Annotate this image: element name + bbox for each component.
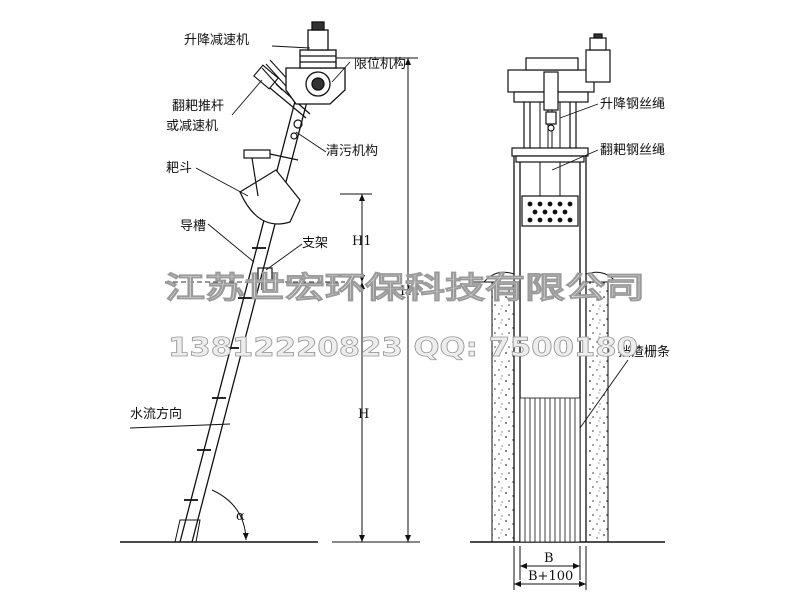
bracket	[257, 267, 273, 290]
h-label: H	[358, 407, 369, 422]
label-tilt-rod-line1: 翻耙推杆	[172, 99, 224, 114]
front-view: B B+100 升降钢丝绳 翻耙钢丝绳 挡渣栅条	[470, 33, 670, 590]
label-cleaning-mechanism: 清污机构	[326, 144, 378, 159]
label-tilt-rod-line2: 或减速机	[166, 119, 218, 134]
angle-label: α	[236, 509, 245, 524]
front-leader-lines	[551, 103, 629, 429]
label-flow-direction: 水流方向	[130, 406, 182, 422]
watermark: 江苏世宏环保科技有限公司 13812220823 QQ: 7500180	[165, 271, 646, 364]
label-hoist-reducer: 升降减速机	[184, 33, 249, 48]
leader-lines	[129, 45, 351, 429]
b-plus-dimension	[513, 546, 587, 590]
front-head-frame	[507, 33, 611, 148]
b-label: B	[544, 551, 554, 566]
left-wall-cap	[483, 271, 515, 283]
label-tilt-wire-rope: 翻耙钢丝绳	[600, 143, 665, 158]
label-bracket: 支架	[302, 236, 328, 251]
h2-dimension	[336, 57, 418, 542]
right-soil-wall	[585, 281, 609, 543]
h-dimension	[332, 282, 420, 543]
h2-label: H2	[400, 284, 420, 299]
label-limit-mechanism: 限位机构	[354, 57, 406, 72]
wire-ropes	[539, 96, 561, 196]
side-view: α	[120, 21, 420, 543]
left-soil-wall	[491, 281, 515, 543]
tilt-rod-reducer	[253, 59, 291, 91]
guide-slot-segments	[184, 247, 266, 501]
right-wall-cap	[585, 271, 617, 283]
rake-plate	[521, 195, 579, 227]
rake-bucket	[239, 149, 301, 225]
label-guide-slot: 导槽	[180, 219, 206, 234]
head-frame	[285, 21, 346, 105]
h1-label: H1	[352, 234, 372, 249]
guide-slot-rails	[179, 89, 311, 543]
b-plus-label: B+100	[528, 569, 573, 584]
watermark-contact: 13812220823 QQ: 7500180	[168, 333, 638, 363]
rail-foot	[174, 519, 201, 543]
screen-bars	[519, 397, 581, 543]
label-screen-bars: 挡渣栅条	[618, 344, 670, 360]
angle-arc	[211, 489, 249, 541]
b-dimension	[519, 546, 581, 580]
label-hoist-wire-rope: 升降钢丝绳	[600, 97, 665, 112]
watermark-company: 江苏世宏环保科技有限公司	[165, 271, 645, 306]
crossbeam	[511, 147, 589, 163]
h1-dimension	[340, 193, 372, 282]
label-rake-bucket: 耙斗	[166, 161, 192, 176]
